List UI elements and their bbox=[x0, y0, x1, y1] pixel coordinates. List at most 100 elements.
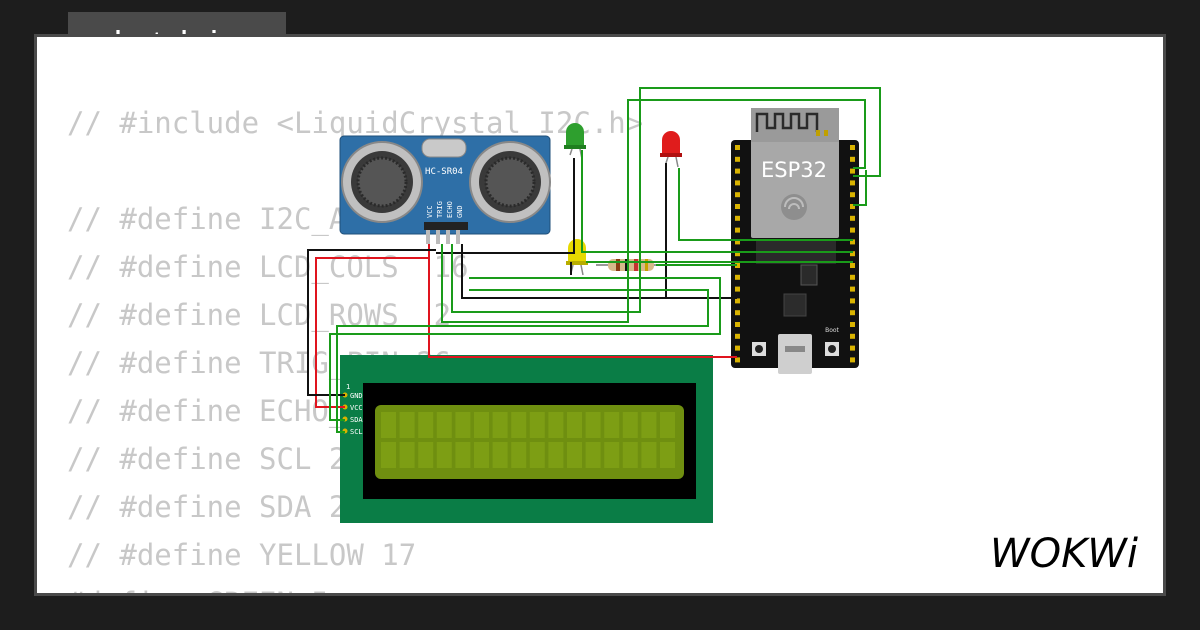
red-led[interactable] bbox=[660, 131, 682, 168]
esp32-pin bbox=[735, 251, 740, 257]
lcd-cell bbox=[474, 442, 489, 468]
esp32-pin bbox=[850, 298, 855, 304]
esp32-pin bbox=[850, 251, 855, 257]
lcd-pin-label: SCL bbox=[350, 428, 363, 436]
esp32-pin bbox=[850, 156, 855, 162]
esp32-pin bbox=[850, 286, 855, 292]
code-line: // #define TRIG_PIN 26 bbox=[67, 346, 452, 380]
esp32-pin bbox=[850, 145, 855, 150]
lcd-pin-label: SDA bbox=[350, 416, 363, 424]
lcd-cell bbox=[585, 412, 601, 438]
lcd-cell bbox=[567, 442, 582, 468]
lcd-cell bbox=[455, 412, 471, 438]
sensor-pin-label: GND bbox=[456, 205, 464, 218]
esp32-pin bbox=[735, 333, 740, 339]
lcd-pin-label: VCC bbox=[350, 404, 363, 412]
esp32-pin bbox=[850, 168, 855, 174]
lcd-cell bbox=[567, 412, 582, 438]
sensor-pin-label: ECHO bbox=[446, 201, 454, 218]
lcd-cell bbox=[492, 412, 508, 438]
esp32-pin bbox=[850, 274, 855, 280]
esp32-pin bbox=[735, 345, 740, 351]
wire-green bbox=[678, 168, 853, 241]
wire-black bbox=[665, 163, 737, 299]
lcd-display[interactable]: 1 GND VCC SDA SCL bbox=[340, 355, 713, 523]
lcd-cell bbox=[529, 442, 545, 468]
esp32-pin bbox=[850, 263, 855, 268]
esp32-pin bbox=[850, 180, 855, 186]
lcd-cell bbox=[511, 442, 527, 468]
wire-green bbox=[853, 170, 867, 206]
lcd-cell bbox=[548, 442, 564, 468]
wire-black bbox=[307, 249, 436, 396]
esp32-pin bbox=[850, 239, 855, 245]
esp32-pin bbox=[850, 345, 855, 351]
lcd-cell bbox=[474, 412, 489, 438]
boot-label: Boot bbox=[825, 327, 839, 334]
lcd-cell bbox=[455, 442, 471, 468]
wire-green bbox=[441, 99, 866, 323]
lcd-cell bbox=[436, 442, 452, 468]
esp32-pin bbox=[735, 286, 740, 292]
esp32-pin bbox=[735, 227, 740, 233]
esp32-pin bbox=[735, 357, 740, 363]
esp32-pin bbox=[735, 168, 740, 174]
wokwi-logo: WOKWi bbox=[990, 531, 1138, 577]
esp32-pin bbox=[735, 298, 740, 304]
lcd-pin-label: GND bbox=[350, 392, 363, 400]
esp32-pin bbox=[735, 310, 740, 316]
wire-green bbox=[581, 150, 853, 253]
lcd-cell bbox=[585, 442, 601, 468]
esp32-pin bbox=[850, 357, 855, 363]
code-line: #define GREEN 5 bbox=[67, 586, 329, 593]
lcd-cell bbox=[622, 412, 638, 438]
esp32-pin bbox=[735, 180, 740, 186]
lcd-cell bbox=[511, 412, 527, 438]
wire-black bbox=[461, 244, 737, 299]
wire-green bbox=[329, 277, 721, 421]
esp32-pin bbox=[735, 274, 740, 280]
lcd-cell bbox=[604, 412, 620, 438]
lcd-cell bbox=[418, 412, 434, 438]
wires bbox=[307, 87, 881, 433]
sensor-label: HC-SR04 bbox=[425, 167, 463, 177]
code-line: // #define LCD_COLS 16 bbox=[67, 250, 469, 284]
esp32-pin bbox=[735, 215, 740, 221]
sensor-pin-label: TRIG bbox=[436, 201, 444, 218]
lcd-cell bbox=[548, 412, 564, 438]
esp32-pin bbox=[850, 215, 855, 221]
esp32-pin bbox=[735, 204, 740, 209]
esp32-pin bbox=[735, 322, 740, 327]
wire-green bbox=[336, 289, 709, 433]
wire-black bbox=[436, 158, 575, 254]
wire-red bbox=[428, 244, 737, 358]
lcd-cell bbox=[641, 442, 657, 468]
esp32-pin bbox=[735, 263, 740, 268]
lcd-cell bbox=[418, 442, 434, 468]
code-line: // #include <LiquidCrystal_I2C.h> bbox=[67, 106, 644, 140]
esp32-label: ESP32 bbox=[761, 158, 827, 182]
lcd-cell bbox=[660, 412, 675, 438]
lcd-cell bbox=[604, 442, 620, 468]
sensor-pin-label: VCC bbox=[426, 205, 434, 218]
code-line: // #define YELLOW 17 bbox=[67, 538, 417, 572]
yellow-led[interactable] bbox=[566, 239, 588, 276]
code-line: // #define SCL 22 bbox=[67, 442, 364, 476]
ultrasonic-sensor[interactable]: HC-SR04 VCC TRIG ECHO GND bbox=[339, 135, 551, 244]
esp32-pin bbox=[850, 322, 855, 327]
lcd-cell bbox=[660, 442, 675, 468]
esp32-pin bbox=[735, 145, 740, 150]
esp32-pin bbox=[735, 156, 740, 162]
esp32-pin bbox=[735, 192, 740, 198]
wire-green bbox=[451, 87, 881, 313]
lcd-cell bbox=[622, 442, 638, 468]
esp32-pin bbox=[850, 227, 855, 233]
lcd-cell bbox=[381, 442, 396, 468]
lcd-cell bbox=[641, 412, 657, 438]
esp32-pin bbox=[850, 192, 855, 198]
esp32-pin bbox=[735, 239, 740, 245]
lcd-cell bbox=[399, 442, 415, 468]
esp32-pin bbox=[850, 310, 855, 316]
lcd-cell bbox=[381, 412, 396, 438]
